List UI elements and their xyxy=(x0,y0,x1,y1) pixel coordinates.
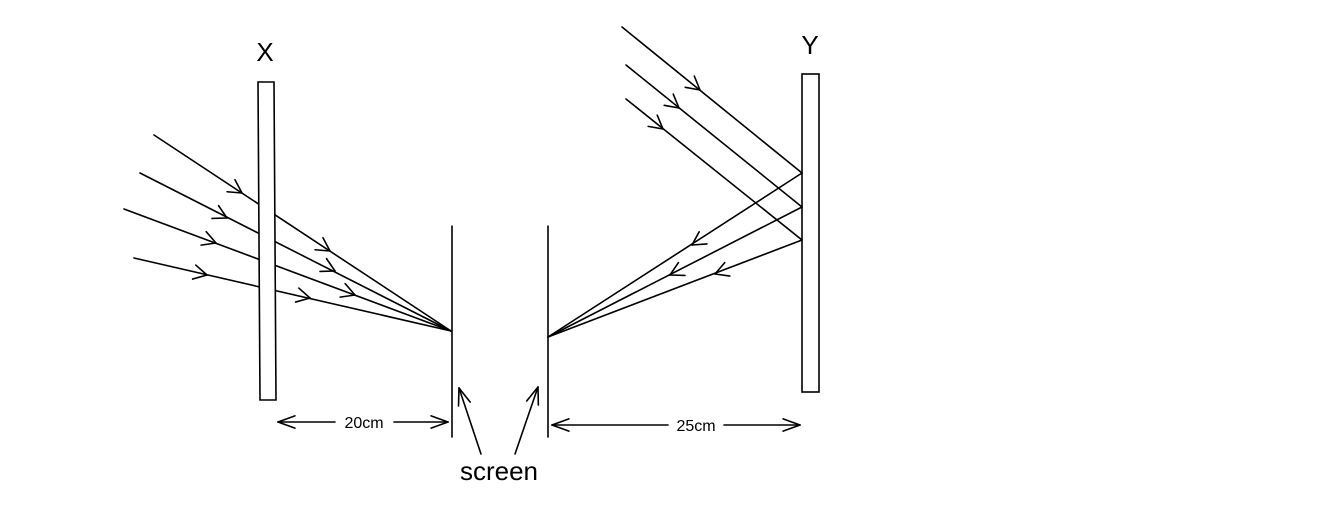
arrowhead xyxy=(200,242,217,246)
arrowhead xyxy=(663,104,680,109)
arrowhead xyxy=(226,190,243,194)
arrowhead xyxy=(234,178,243,194)
arrowhead xyxy=(294,297,311,303)
left-rays xyxy=(123,134,452,332)
arrowhead xyxy=(205,230,217,244)
arrowhead xyxy=(714,273,731,277)
arrowhead xyxy=(693,75,701,91)
arrowhead xyxy=(525,386,539,402)
arrowhead xyxy=(430,415,449,423)
arrowhead xyxy=(457,387,460,407)
reflected-ray xyxy=(547,172,803,338)
arrowhead xyxy=(691,243,708,246)
screen-label: screen xyxy=(460,456,538,486)
dimension-right-label: 25cm xyxy=(676,418,715,435)
arrowhead xyxy=(297,287,311,299)
arrowhead xyxy=(458,387,472,403)
mirror-y xyxy=(801,73,820,393)
dimension-25cm: 25cm xyxy=(551,418,801,435)
incident-ray xyxy=(621,26,803,174)
incident-ray xyxy=(133,257,452,332)
arrowhead xyxy=(656,114,664,130)
incident-ray xyxy=(139,172,452,332)
arrowhead xyxy=(782,418,801,426)
arrowhead xyxy=(551,418,570,426)
incident-ray xyxy=(123,208,452,332)
reflected-ray xyxy=(547,206,803,338)
arrowhead xyxy=(714,261,726,275)
arrowhead xyxy=(782,424,801,432)
lens-x xyxy=(257,81,277,401)
arrowhead xyxy=(672,93,680,109)
arrowhead xyxy=(277,421,296,429)
dimension-20cm: 20cm xyxy=(277,415,449,432)
incident-ray xyxy=(625,64,803,208)
arrowhead xyxy=(194,264,208,276)
arrowhead xyxy=(277,415,296,423)
incident-ray xyxy=(625,98,803,241)
arrowhead xyxy=(322,236,331,252)
arrowhead xyxy=(430,421,449,429)
screen-pointers xyxy=(458,386,539,455)
arrowhead xyxy=(344,282,356,296)
reflected-ray xyxy=(547,239,803,338)
incident-ray xyxy=(153,134,452,332)
arrowhead xyxy=(684,86,701,91)
right-rays xyxy=(547,26,803,338)
arrowhead xyxy=(551,424,570,432)
arrowhead xyxy=(314,248,331,252)
mirror-y-label: Y xyxy=(801,30,818,60)
lens-x-label: X xyxy=(256,37,273,67)
arrowhead xyxy=(669,261,680,276)
arrowhead xyxy=(217,204,228,219)
arrowhead xyxy=(191,274,208,280)
arrowheads xyxy=(191,75,801,432)
dimension-left-label: 20cm xyxy=(344,415,383,432)
arrowhead xyxy=(691,231,700,246)
arrowhead xyxy=(647,125,664,130)
arrowhead xyxy=(339,294,356,298)
arrowhead xyxy=(325,257,336,272)
